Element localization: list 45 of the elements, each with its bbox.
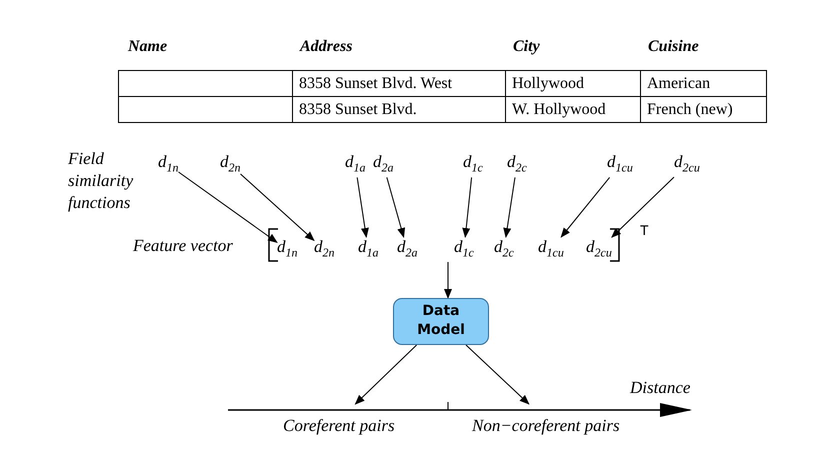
vector-entry: d$_{1a}$ — [358, 237, 378, 262]
arrow — [386, 176, 406, 238]
arrow — [503, 176, 516, 238]
region-label: Non−coreferent pairs — [472, 404, 620, 436]
bracketed-vector — [268, 228, 620, 262]
table-cell: French (new) — [640, 96, 766, 122]
similarity-function: d$_{2cu}$ — [674, 152, 700, 178]
arrow — [354, 344, 418, 405]
arrow — [611, 176, 674, 238]
table-cell: W. Hollywood — [506, 96, 640, 122]
vector-entry: d$_{2c}$ — [494, 237, 514, 262]
table-cell: American — [640, 70, 766, 96]
axis-label: Distance — [630, 378, 690, 398]
similarity-function: d$_{2c}$ — [507, 152, 527, 178]
arrow — [466, 344, 530, 405]
vector-entry: d$_{2n}$ — [314, 237, 334, 262]
similarity-function: d$_{1c}$ — [463, 152, 483, 178]
arrow — [178, 172, 278, 243]
superscript-mark: T — [640, 222, 649, 238]
row-label: Field similarity functions — [68, 148, 134, 214]
arrow — [462, 176, 472, 238]
similarity-function: d$_{1n}$ — [158, 152, 178, 178]
arrow — [560, 176, 610, 238]
column-header: Cuisine — [648, 38, 699, 56]
vector-entry: d$_{1c}$ — [454, 237, 474, 262]
similarity-function: d$_{1cu}$ — [607, 152, 633, 178]
similarity-function: d$_{2a}$ — [373, 152, 394, 178]
column-header: Name — [128, 38, 168, 56]
vector-entry: d$_{1cu}$ — [538, 237, 564, 262]
arrow — [240, 173, 315, 242]
model-box: Data Model — [393, 298, 489, 345]
vector-entry: d$_{2a}$ — [397, 237, 418, 262]
vector-entry: d$_{1n}$ — [277, 237, 298, 262]
vector-entry: d$_{2cu}$ — [586, 237, 612, 262]
arrow — [444, 262, 452, 299]
column-header: Address — [300, 38, 352, 56]
table-cell: 8358 Sunset Blvd. West — [292, 70, 506, 96]
column-header: City — [513, 38, 540, 56]
similarity-function: d$_{2n}$ — [220, 152, 240, 178]
vector-label: Feature vector — [133, 236, 233, 256]
table-cell: 8358 Sunset Blvd. — [292, 96, 506, 122]
similarity-function: d$_{1a}$ — [345, 152, 366, 178]
arrow — [356, 176, 369, 238]
table-cell: Hollywood — [506, 70, 640, 96]
region-label: Coreferent pairs — [283, 404, 395, 436]
